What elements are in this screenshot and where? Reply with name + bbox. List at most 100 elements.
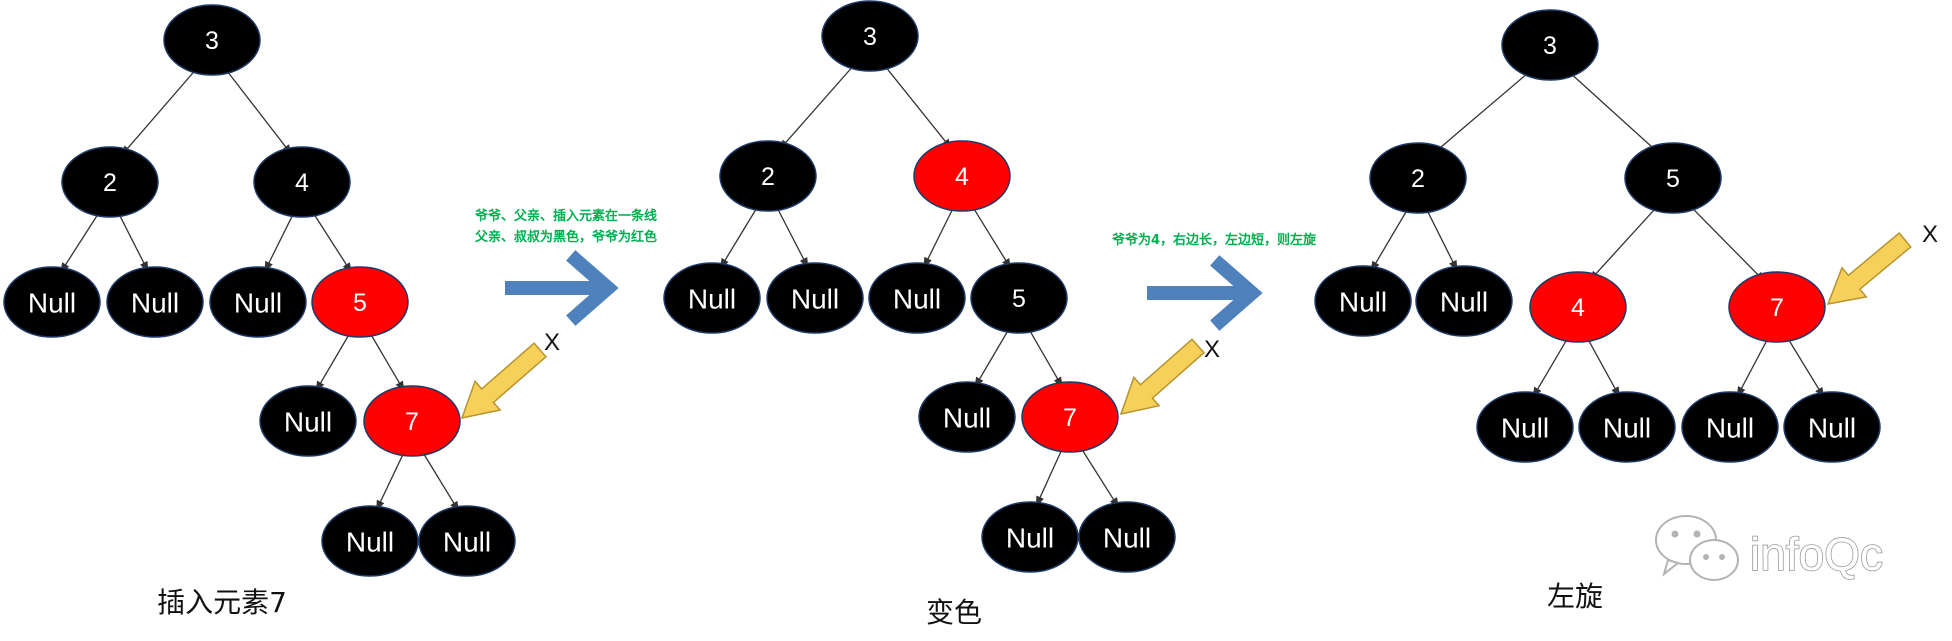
- panel-3-node-label: 5: [1666, 165, 1680, 193]
- step-arrows: [505, 250, 1263, 331]
- panel-1-node-label: 7: [405, 408, 419, 436]
- panel-3-edge-7-n6: [1784, 333, 1825, 398]
- panel-1-edge-2-n1: [60, 208, 102, 274]
- panel-1-node-null: Null: [3, 266, 101, 338]
- panel-3-node-black-shape: [1369, 142, 1467, 214]
- panel-1-node-label: 5: [353, 289, 367, 317]
- panel-1-edge-7-n6: [419, 447, 460, 512]
- panel-3-node-red-shape: [1728, 271, 1826, 343]
- panel-3-node-label: 2: [1411, 165, 1425, 193]
- panel-1-node-label: Null: [443, 527, 491, 558]
- panel-2-node-black-shape: [981, 501, 1079, 573]
- panel-2-node-null: Null: [981, 501, 1079, 573]
- panel-3-node-label: Null: [1339, 287, 1387, 318]
- panel-3-edge-5-4: [1589, 201, 1662, 282]
- panel-2-node-label: 7: [1063, 404, 1077, 432]
- panel-2-node-black-shape: [719, 140, 817, 212]
- panel-2-edge-4-n3: [923, 203, 956, 268]
- panel-2-edge-5-n4: [974, 325, 1012, 388]
- panel-2-node-label: Null: [893, 284, 941, 315]
- panel-2-node-null: Null: [1078, 501, 1176, 573]
- panel-3-node-black-shape: [1314, 265, 1412, 337]
- panel-3-edge-4-n4: [1584, 334, 1621, 398]
- panel-2-edge-7-n6: [1078, 443, 1119, 509]
- panel-3-node-label: Null: [1501, 413, 1549, 444]
- panel-1-node-black-shape: [253, 146, 351, 218]
- panel-1-edge-4-n3: [264, 209, 296, 272]
- panel-3-node-black-shape: [1578, 391, 1676, 463]
- panel-2-node-4: 4: [913, 140, 1011, 212]
- panel-1-edge-7-n5: [376, 449, 406, 511]
- panel-2-edge-7-n5: [1035, 445, 1065, 507]
- step-arrow-1-icon: [505, 250, 619, 326]
- panel-2-node-null: Null: [868, 262, 966, 334]
- panel-2-node-null: Null: [918, 381, 1016, 453]
- panel-2-edge-5-7: [1026, 325, 1063, 388]
- panel-1-node-red-shape: [363, 385, 461, 457]
- panel-3-node-4: 4: [1529, 271, 1627, 343]
- panel-3-node-null: Null: [1681, 391, 1779, 463]
- panel-2-node-black-shape: [1078, 501, 1176, 573]
- panel-1-node-black-shape: [418, 505, 516, 577]
- panel-3-edge-4-n3: [1532, 334, 1571, 398]
- panel-1-node-black-shape: [61, 146, 159, 218]
- panel-2-edge-4-5: [969, 202, 1012, 269]
- panel-2-edge-3-2: [779, 59, 859, 151]
- panel-1-node-black-shape: [163, 4, 261, 76]
- panel-1-node-4: 4: [253, 146, 351, 218]
- panel-2-node-label: Null: [1006, 523, 1054, 554]
- panel-1-edge-2-n2: [116, 209, 149, 273]
- panel-1-node-label: 2: [103, 169, 117, 197]
- panel-1-node-null: Null: [418, 505, 516, 577]
- panel-2-node-black-shape: [766, 262, 864, 334]
- panel-1-edge-5-n4: [315, 329, 353, 392]
- panel-2-node-7: 7: [1021, 381, 1119, 453]
- panel-1-node-null: Null: [259, 385, 357, 457]
- panel-2-node-black-shape: [663, 262, 761, 334]
- panel-2-node-label: 2: [761, 163, 775, 191]
- panel-2-node-label: 5: [1012, 285, 1026, 313]
- panel-3-node-null: Null: [1578, 391, 1676, 463]
- panel-1-edge-3-2: [120, 63, 201, 156]
- panel-3-node-null: Null: [1476, 391, 1574, 463]
- panel-2-node-red-shape: [1021, 381, 1119, 453]
- panel-1-node-label: 4: [295, 169, 309, 197]
- panel-1-node-black-shape: [321, 505, 419, 577]
- panel-2-edge-2-n2: [774, 203, 809, 269]
- transition-note-1-line-1: 爷爷、父亲、插入元素在一条线: [475, 208, 657, 224]
- panel-1-node-black-shape: [3, 266, 101, 338]
- panel-1-node-black-shape: [259, 385, 357, 457]
- panel-3-node-5: 5: [1624, 142, 1722, 214]
- panel-3-node-null: Null: [1415, 265, 1513, 337]
- panel-3-node-label: Null: [1808, 413, 1856, 444]
- panel-1-node-2: 2: [61, 146, 159, 218]
- tree-edges: [60, 59, 1825, 512]
- panel-1-node-null: Null: [321, 505, 419, 577]
- panel-3-edge-5-7: [1685, 200, 1766, 283]
- panel-3-node-label: 3: [1543, 32, 1557, 60]
- panel-2-node-null: Null: [766, 262, 864, 334]
- panel-2-node-label: Null: [791, 284, 839, 315]
- panel-3-node-label: 4: [1571, 294, 1585, 322]
- panel-2-edge-3-4: [880, 60, 952, 150]
- panel-2-node-black-shape: [868, 262, 966, 334]
- panel-3-node-label: Null: [1706, 413, 1754, 444]
- panel-1-node-label: Null: [131, 288, 179, 319]
- panel-2-node-label: Null: [688, 284, 736, 315]
- panel-3-node-3: 3: [1501, 9, 1599, 81]
- panel-3-node-red-shape: [1529, 271, 1627, 343]
- panel-1-node-label: 3: [205, 27, 219, 55]
- step-arrow-2-icon: [1147, 255, 1263, 331]
- panel-2-edge-2-n1: [719, 202, 761, 269]
- watermark-text: infoQc: [1750, 528, 1883, 580]
- panel-3-node-black-shape: [1501, 9, 1599, 81]
- panel-1-node-null: Null: [209, 266, 307, 338]
- panel-1-pointer-arrow-icon: [460, 342, 547, 420]
- panel-3-edge-3-2: [1431, 65, 1537, 156]
- panel-1-edge-4-5: [310, 208, 352, 274]
- transition-note-1-line-2: 父亲、叔叔为黑色，爷爷为红色: [474, 229, 657, 245]
- panel-3-node-black-shape: [1476, 391, 1574, 463]
- panel-1-node-label: Null: [28, 288, 76, 319]
- panel-1-edge-5-7: [367, 329, 405, 392]
